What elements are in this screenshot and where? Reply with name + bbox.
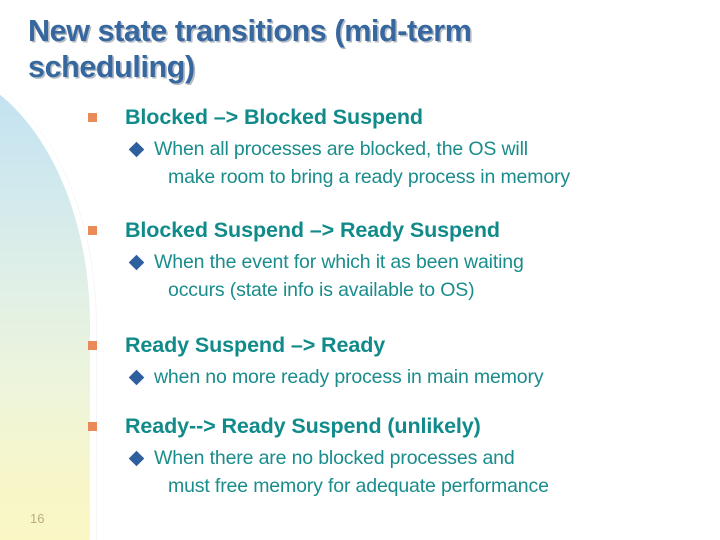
level1-heading-text: Blocked –> Blocked Suspend: [125, 105, 423, 129]
level2-text-block: When all processes are blocked, the OS w…: [142, 136, 704, 191]
level2-bullet-item: When all processes are blocked, the OS w…: [0, 136, 720, 191]
level1-bullet-item: Blocked Suspend –> Ready Suspend: [0, 217, 720, 245]
level2-line: when no more ready process in main memor…: [154, 365, 544, 388]
level2-line: When the event for which it as been wait…: [154, 251, 524, 274]
level2-bullet-item: When there are no blocked processes and …: [0, 445, 720, 500]
level2-line: occurs (state info is available to OS): [168, 278, 475, 301]
level1-bullet-item: Blocked –> Blocked Suspend: [0, 104, 720, 132]
square-bullet-icon: [88, 340, 97, 350]
level2-line: must free memory for adequate performanc…: [168, 474, 549, 497]
slide-body: Blocked –> Blocked Suspend When all proc…: [0, 104, 720, 501]
square-bullet-icon: [88, 226, 97, 236]
level1-heading-text: Blocked Suspend –> Ready Suspend: [125, 218, 500, 243]
bullet-group: Blocked –> Blocked Suspend When all proc…: [0, 104, 720, 191]
level1-bullet-item: Ready Suspend –> Ready: [0, 332, 720, 360]
square-bullet-icon: [88, 113, 97, 122]
level2-bullet-item: when no more ready process in main memor…: [0, 364, 720, 392]
slide-title: New state transitions (mid-term scheduli…: [28, 14, 472, 84]
level1-heading-text: Ready Suspend –> Ready: [125, 332, 386, 357]
level2-line: When there are no blocked processes and: [154, 447, 515, 470]
level2-line: When all processes are blocked, the OS w…: [154, 137, 528, 160]
bullet-group: Blocked Suspend –> Ready Suspend When th…: [0, 217, 720, 304]
level2-text-block: When there are no blocked processes and …: [142, 445, 704, 500]
level1-heading-text: Ready--> Ready Suspend (unlikely): [125, 414, 481, 439]
page-number: 16: [30, 511, 45, 526]
level1-bullet-item: Ready--> Ready Suspend (unlikely): [0, 413, 720, 441]
level2-text-block: When the event for which it as been wait…: [142, 249, 704, 304]
level2-text-block: when no more ready process in main memor…: [142, 364, 704, 392]
level2-line: make room to bring a ready process in me…: [168, 165, 570, 188]
bullet-group: Ready Suspend –> Ready when no more read…: [0, 332, 720, 392]
level2-bullet-item: When the event for which it as been wait…: [0, 249, 720, 304]
bullet-group: Ready--> Ready Suspend (unlikely) When t…: [0, 413, 720, 500]
square-bullet-icon: [88, 422, 97, 432]
